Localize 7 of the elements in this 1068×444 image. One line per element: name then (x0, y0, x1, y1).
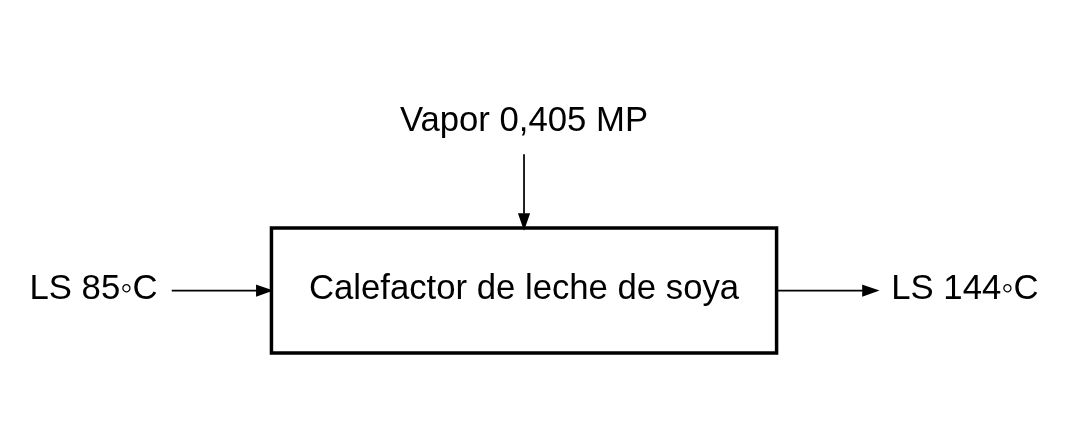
arrow (170, 284, 274, 297)
node-text: LS 85◦C (29, 268, 158, 307)
node-box: Calefactor de leche de soya (269, 226, 779, 355)
node-text: LS 144◦C (891, 268, 1039, 307)
arrow (776, 284, 880, 297)
arrow (517, 153, 531, 231)
node-text: Vapor 0,405 MP (399, 99, 649, 138)
